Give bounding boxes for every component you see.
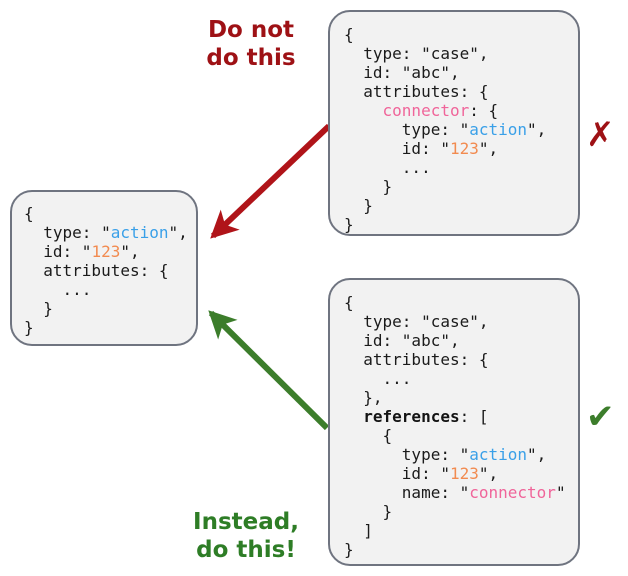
arrow-bad xyxy=(210,123,332,239)
code-bad-example: { type: "case", id: "abc", attributes: {… xyxy=(344,25,547,234)
check-icon: ✔ xyxy=(586,397,615,437)
label-do-not-do-this: Do not do this xyxy=(206,17,296,71)
code-box-good-example: { type: "case", id: "abc", attributes: {… xyxy=(328,278,580,566)
code-good-example: { type: "case", id: "abc", attributes: {… xyxy=(344,293,566,559)
code-action-object: { type: "action", id: "123", attributes:… xyxy=(24,204,188,337)
code-box-action-object: { type: "action", id: "123", attributes:… xyxy=(10,190,198,346)
code-box-bad-example: { type: "case", id: "abc", attributes: {… xyxy=(328,10,580,236)
cross-icon: ✗ xyxy=(586,115,615,155)
arrow-good xyxy=(208,310,330,431)
label-instead-do-this: Instead, do this! xyxy=(193,509,299,563)
